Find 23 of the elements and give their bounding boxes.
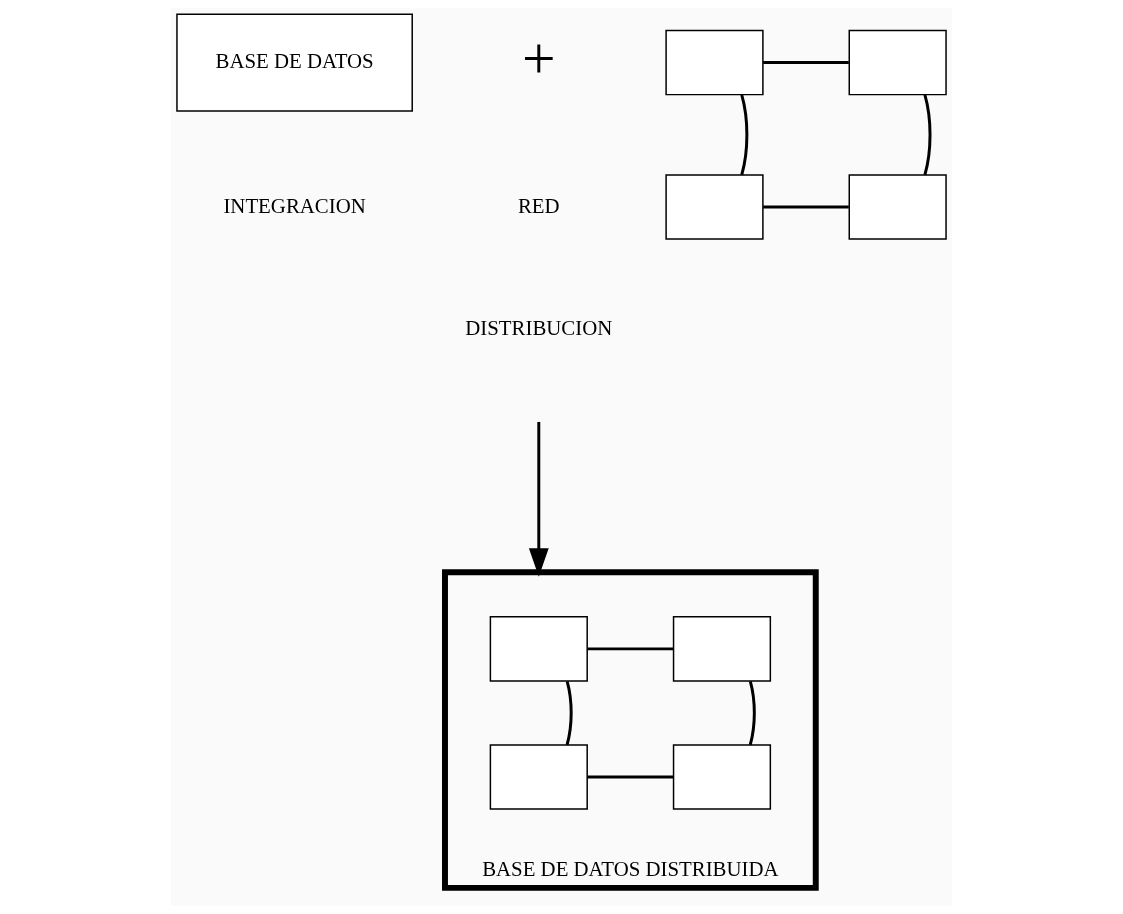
- connector: [565, 680, 573, 746]
- node-box: [848, 174, 947, 240]
- cluster: BASE DE DATOS DISTRIBUIDA: [442, 569, 819, 891]
- connector: [763, 205, 849, 209]
- connector: [587, 647, 674, 651]
- connector: [748, 680, 756, 746]
- label: +: [522, 24, 556, 91]
- node-box: [848, 29, 947, 96]
- node-box: [672, 744, 772, 810]
- connector: [763, 61, 849, 65]
- connector: [587, 775, 674, 779]
- node-box: BASE DE DATOS: [176, 13, 413, 112]
- label: RED: [517, 193, 560, 218]
- arrow: [528, 421, 549, 577]
- label: INTEGRACION: [223, 193, 366, 218]
- connector: [923, 94, 932, 176]
- label: DISTRIBUCION: [465, 316, 613, 341]
- node-box: [665, 29, 764, 96]
- node-box: [672, 616, 772, 682]
- connector: [740, 94, 749, 176]
- node-box: [489, 744, 588, 810]
- node-box: [489, 616, 588, 682]
- node-box: [665, 174, 764, 240]
